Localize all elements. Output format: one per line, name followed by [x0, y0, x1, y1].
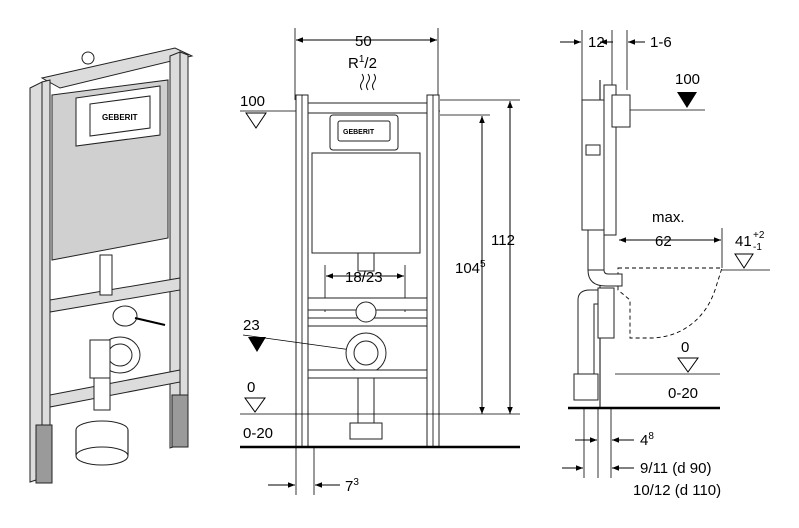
front-level-100-marker: [245, 112, 267, 129]
frame-left-foot: [35, 424, 53, 484]
drain-sleeve-bottom: [75, 446, 129, 466]
front-flush-button: [337, 120, 391, 142]
front-cross-bar-bottom: [307, 369, 428, 379]
drain-elbow-body: [89, 339, 111, 379]
pipe-90-label: 9/11 (d 90): [640, 460, 711, 477]
side-level-100-label: 100: [675, 71, 700, 88]
frame-cross-bar-lower: [49, 369, 181, 408]
side-level-0-marker: [677, 357, 699, 373]
front-top-rail: [307, 102, 428, 114]
seat-height-tol-plus: +2: [753, 230, 765, 241]
frame-right-post-front: [169, 51, 181, 449]
front-drain-opening: [353, 340, 379, 366]
front-level-0-marker: [244, 397, 266, 413]
front-level-23-marker: [248, 337, 266, 352]
side-valve: [585, 144, 601, 156]
side-level-0-label: 0: [681, 339, 689, 356]
flush-plate-inner: [89, 95, 151, 137]
depth-1-6-label: 1-6: [650, 34, 672, 51]
left-brand-label: GEBERIT: [102, 113, 138, 122]
flush-pipe: [99, 254, 113, 296]
height-total-label: 112: [491, 232, 515, 249]
wc-bowl-outline: [617, 267, 723, 339]
front-cistern-body: [311, 152, 421, 254]
spacing-label: 18/23: [345, 269, 383, 286]
front-floor-range-label: 0-20: [243, 425, 273, 442]
max-label: max.: [652, 209, 685, 226]
drain-elbow-opening: [107, 343, 133, 367]
front-flush-pipe: [357, 252, 375, 272]
front-level-0-label: 0: [247, 379, 255, 396]
frame-cross-bar-upper: [49, 277, 181, 313]
seat-height-label: 41: [735, 233, 752, 250]
front-level-100-label: 100: [240, 93, 265, 110]
pipe-110-label: 10/12 (d 110): [633, 482, 721, 499]
front-drain-sleeve: [349, 422, 383, 440]
connection-label: R1/2: [348, 54, 377, 72]
side-flush-plate: [611, 94, 631, 128]
projection-label: 62: [655, 233, 672, 250]
frame-left-post-front: [29, 81, 43, 483]
offset-4-label: 48: [640, 431, 654, 449]
frame-right-foot: [171, 394, 189, 448]
water-supply-valve: [81, 51, 95, 65]
frame-right-post-side: [179, 51, 189, 446]
seat-height-tol-minus: -1: [753, 242, 762, 253]
height-inner-label: 1045: [455, 259, 486, 277]
side-cistern: [581, 99, 605, 231]
side-flush-bend: [587, 269, 623, 287]
front-brand-label: GEBERIT: [343, 129, 375, 136]
side-drain-sleeve: [573, 373, 599, 401]
width-label: 50: [355, 33, 372, 50]
side-elevation-view: 12 1-6 100 max. 62 41 +2 -1 0: [560, 30, 770, 499]
side-drain-bend: [577, 289, 611, 375]
depth-12-label: 12: [588, 34, 605, 51]
side-level-100-marker: [677, 92, 697, 108]
drain-pipe: [93, 377, 111, 411]
seat-height-marker: [734, 253, 754, 269]
side-flush-pipe: [587, 229, 605, 271]
foot-offset-label: 73: [345, 477, 359, 495]
inlet-connector: [112, 305, 138, 327]
front-elevation-view: 50 R1/2 100 GEBERIT 18/23 23: [240, 28, 520, 495]
frame-left-post-side: [41, 79, 51, 479]
front-level-23-label: 23: [243, 317, 260, 334]
front-drain-pipe: [357, 372, 375, 424]
threaded-rod: [134, 317, 166, 326]
front-inlet-connector: [355, 301, 377, 323]
isometric-frame-view: GEBERIT: [29, 47, 194, 484]
side-floor-range-label: 0-20: [668, 385, 698, 402]
side-drain-connector: [597, 287, 615, 339]
frame-top-rail: [40, 47, 194, 89]
